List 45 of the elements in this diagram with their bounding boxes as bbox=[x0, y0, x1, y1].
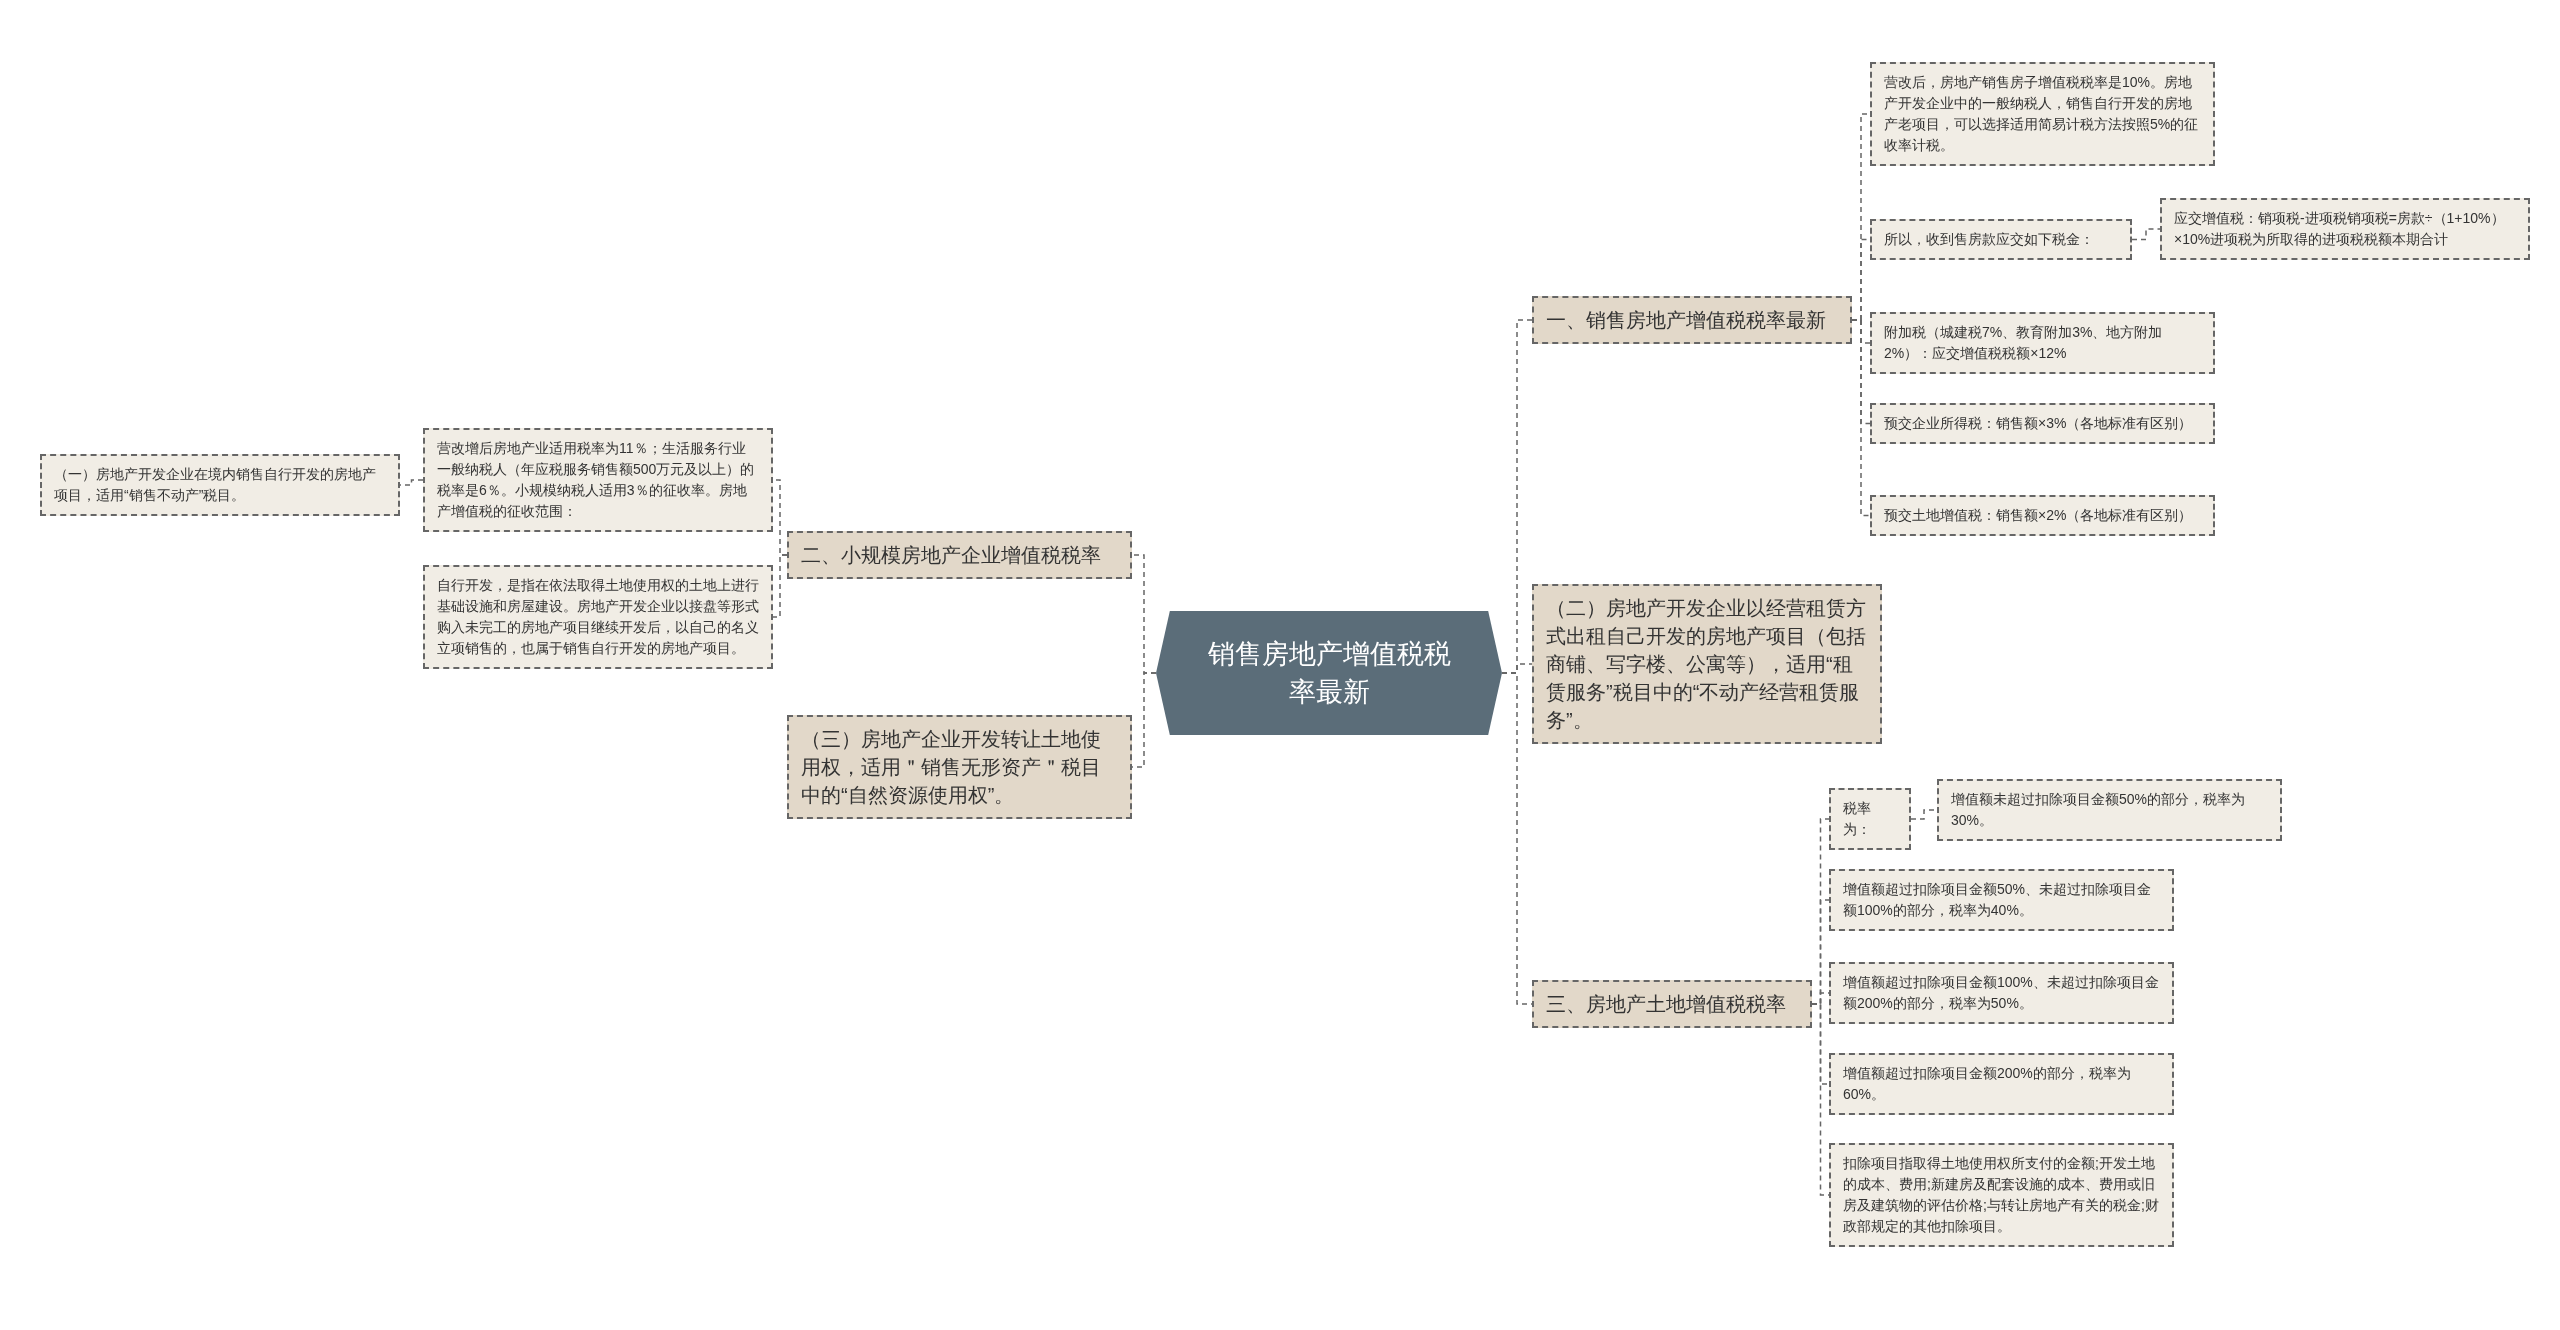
topic-text: 销售房地产增值税税率最新 bbox=[1206, 638, 1452, 709]
topic-text: 营改增后房地产业适用税率为11％；生活服务行业一般纳税人（年应税服务销售额500万元及以上）的税率是6％。小规模纳税人适用3％的征收率。房地产增值税的征收范围： bbox=[437, 439, 756, 521]
topic-text: 所以，收到售房款应交如下税金： bbox=[1884, 230, 2095, 249]
topic-text: 扣除项目指取得土地使用权所支付的金额;开发土地的成本、费用;新建房及配套设施的成本、费用或旧房及建筑物的评估价格;与转让房地产有关的税金;财政部规定的其他扣除项目。 bbox=[1843, 1154, 2160, 1236]
subtopic-box bbox=[1870, 312, 2215, 374]
branch-topic bbox=[1532, 980, 1812, 1028]
subtopic-box bbox=[2160, 198, 2530, 260]
topic-text: 应交增值税：销项税-进项税销项税=房款÷（1+10%）×10%进项税为所取得的进项税税额本期合计 bbox=[2174, 209, 2506, 249]
subtopic-box bbox=[1870, 62, 2215, 166]
subtopic-box bbox=[1829, 1143, 2174, 1247]
subtopic-box bbox=[1829, 788, 1911, 850]
topic-text: 增值额未超过扣除项目金额50%的部分，税率为30%。 bbox=[1951, 790, 2247, 830]
subtopic-box bbox=[423, 428, 773, 532]
subtopic-box bbox=[1829, 962, 2174, 1024]
topic-text: 预交企业所得税：销售额×3%（各地标准有区别） bbox=[1884, 414, 2194, 433]
branch-topic bbox=[787, 715, 1132, 819]
branch-topic bbox=[1532, 584, 1882, 744]
topic-text: 增值额超过扣除项目金额200%的部分，税率为60%。 bbox=[1843, 1064, 2132, 1104]
topic-text: 二、小规模房地产企业增值税税率 bbox=[801, 543, 1102, 568]
subtopic-box bbox=[1829, 869, 2174, 931]
subtopic-box bbox=[1870, 219, 2132, 260]
topic-text: （三）房地产企业开发转让土地使用权，适用＂销售无形资产＂税目中的“自然资源使用权”。 bbox=[801, 727, 1102, 808]
subtopic-box bbox=[1870, 495, 2215, 536]
topic-text: （二）房地产开发企业以经营租赁方式出租自己开发的房地产项目（包括商铺、写字楼、公寓等），适用“租赁服务”税目中的“不动产经营租赁服务”。 bbox=[1546, 596, 1867, 733]
topic-text: 预交土地增值税：销售额×2%（各地标准有区别） bbox=[1884, 506, 2194, 525]
topic-text: （一）房地产开发企业在境内销售自行开发的房地产项目，适用“销售不动产”税目。 bbox=[54, 465, 377, 505]
branch-topic bbox=[787, 531, 1132, 579]
subtopic-box bbox=[40, 454, 400, 516]
subtopic-box bbox=[1937, 779, 2282, 841]
branch-topic bbox=[1532, 296, 1852, 344]
subtopic-box bbox=[1829, 1053, 2174, 1115]
topic-text: 三、房地产土地增值税税率 bbox=[1546, 992, 1787, 1017]
connector-line bbox=[772, 554, 788, 618]
central-topic bbox=[1156, 611, 1502, 735]
topic-text: 营改后，房地产销售房子增值税税率是10%。房地产开发企业中的一般纳税人，销售自行开发的房地产老项目，可以选择适用简易计税方法按照5%的征收率计税。 bbox=[1884, 73, 2200, 155]
topic-text: 税率为： bbox=[1843, 799, 1872, 839]
topic-text: 增值额超过扣除项目金额50%、未超过扣除项目金额100%的部分，税率为40%。 bbox=[1843, 880, 2153, 920]
subtopic-box bbox=[423, 565, 773, 669]
topic-text: 一、销售房地产增值税税率最新 bbox=[1546, 308, 1827, 333]
connector-line bbox=[2131, 228, 2161, 241]
subtopic-box bbox=[1870, 403, 2215, 444]
topic-text: 自行开发，是指在依法取得土地使用权的土地上进行基础设施和房屋建设。房地产开发企业以接盘等形式购入未完工的房地产项目继续开发后，以自己的名义立项销售的，也属于销售自行开发的房地产项目。 bbox=[437, 576, 759, 658]
topic-text: 附加税（城建税7%、教育附加3%、地方附加2%）：应交增值税税额×12% bbox=[1884, 323, 2164, 363]
topic-text: 增值额超过扣除项目金额100%、未超过扣除项目金额200%的部分，税率为50%。 bbox=[1843, 973, 2160, 1013]
connector-line bbox=[1851, 319, 1871, 517]
